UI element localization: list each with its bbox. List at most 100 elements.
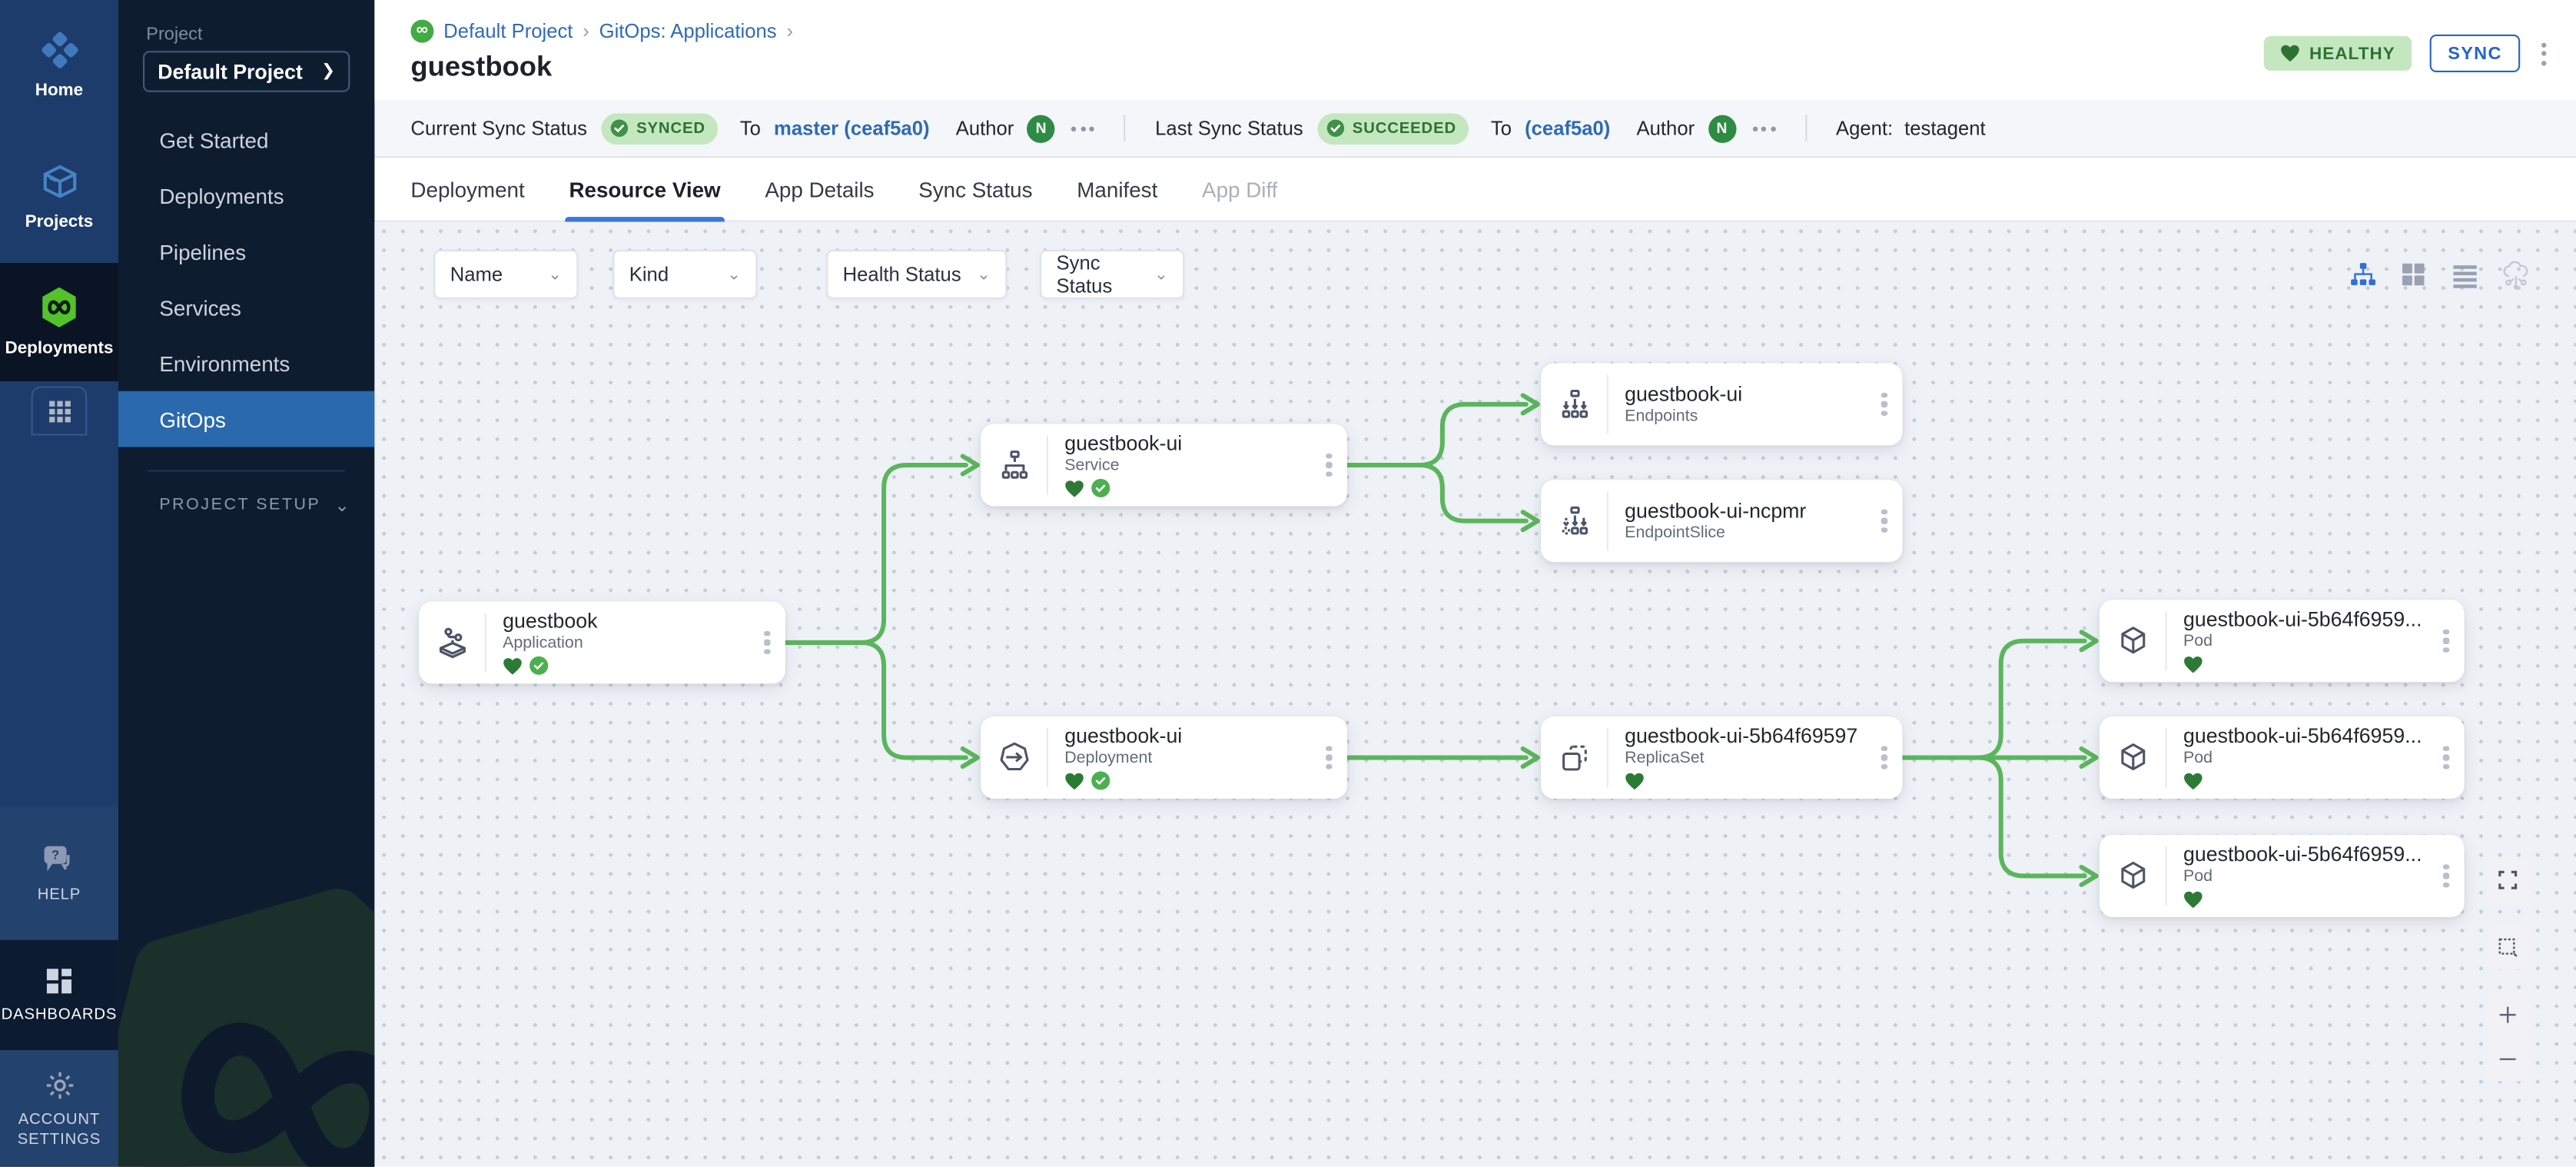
last-sync-target-link[interactable]: (ceaf5a0) [1525, 116, 1611, 140]
resource-tree-edges [782, 393, 2099, 887]
node-endpoints-guestbook-ui[interactable]: guestbook-ui Endpoints [1541, 363, 1903, 446]
node-menu-kebab-icon[interactable] [1311, 716, 1347, 799]
tab-manifest[interactable]: Manifest [1077, 176, 1158, 201]
sidebar-item-pipelines[interactable]: Pipelines [159, 239, 247, 264]
selection-box-icon [2498, 938, 2518, 957]
zoom-in-button[interactable] [2485, 992, 2530, 1037]
tab-resource-view[interactable]: Resource View [566, 157, 725, 221]
node-kind: Deployment [1064, 749, 1153, 767]
tab-app-details[interactable]: App Details [765, 176, 875, 201]
rail-label-help: HELP [37, 886, 81, 904]
sync-status-filter-dropdown[interactable]: Sync Status⌄ [1040, 249, 1185, 300]
health-status-filter-dropdown[interactable]: Health Status⌄ [826, 249, 1007, 300]
more-info-kebab-icon[interactable] [1751, 125, 1775, 131]
app-menu-kebab-icon[interactable] [2538, 38, 2550, 68]
node-menu-kebab-icon[interactable] [1866, 480, 1902, 562]
node-menu-kebab-icon[interactable] [2428, 600, 2465, 682]
node-name: guestbook-ui [1064, 724, 1183, 748]
node-menu-kebab-icon[interactable] [2428, 716, 2465, 799]
rail-modules-section [0, 381, 118, 441]
selection-tool-button[interactable] [2485, 925, 2531, 970]
to-label: To [739, 116, 761, 140]
node-name: guestbook-ui [1064, 431, 1183, 455]
rail-item-dashboards[interactable]: DASHBOARDS [0, 939, 118, 1050]
dashboards-icon [46, 969, 71, 994]
tab-app-diff[interactable]: App Diff [1202, 176, 1278, 201]
sidebar-item-environments[interactable]: Environments [159, 351, 290, 376]
node-pod-3[interactable]: guestbook-ui-5b64f6959... Pod [2099, 834, 2465, 917]
sidebar-item-gitops[interactable]: GitOps [118, 391, 375, 447]
resource-tree-canvas[interactable]: Name⌄ Kind⌄ Health Status⌄ Sync Status⌄ [374, 221, 2576, 1167]
module-picker-button[interactable] [31, 386, 88, 436]
author-label: Author [955, 116, 1014, 140]
node-menu-kebab-icon[interactable] [749, 601, 785, 683]
rail-item-home[interactable]: Home [0, 0, 118, 132]
sync-status-bar: Current Sync Status SYNCED To master (ce… [374, 100, 2576, 158]
chevron-right-icon: ❯ [321, 62, 336, 81]
help-icon: ? [44, 846, 70, 872]
name-filter-dropdown[interactable]: Name⌄ [433, 249, 579, 300]
sidebar-item-services[interactable]: Services [159, 294, 241, 320]
chevron-down-icon: ⌄ [548, 265, 563, 284]
author-avatar[interactable]: N [1708, 114, 1736, 142]
project-selector[interactable]: Default Project ❯ [142, 51, 350, 92]
rail-label-deployments: Deployments [5, 338, 114, 358]
node-service-guestbook-ui[interactable]: guestbook-ui Service [981, 424, 1347, 507]
node-pod-2[interactable]: guestbook-ui-5b64f6959... Pod [2099, 716, 2465, 799]
settings-gear-icon [45, 1071, 73, 1099]
node-endpointslice-guestbook-ui-ncpmr[interactable]: guestbook-ui-ncpmr EndpointSlice [1541, 480, 1903, 563]
author-avatar[interactable]: N [1027, 114, 1055, 142]
node-replicaset-guestbook-ui-5b64f69597[interactable]: guestbook-ui-5b64f69597 ReplicaSet [1541, 716, 1903, 799]
health-status-badge: HEALTHY [2263, 36, 2412, 71]
tab-deployment[interactable]: Deployment [410, 176, 525, 201]
healthy-heart-icon [1065, 773, 1084, 790]
node-kind: EndpointSlice [1625, 524, 1725, 543]
minus-icon [2499, 1058, 2516, 1060]
sidebar-item-get-started[interactable]: Get Started [159, 127, 269, 152]
rail-item-deployments[interactable]: Deployments [0, 263, 118, 381]
node-pod-1[interactable]: guestbook-ui-5b64f6959... Pod [2099, 600, 2465, 683]
node-deployment-guestbook-ui[interactable]: guestbook-ui Deployment [981, 716, 1347, 799]
last-sync-status-label: Last Sync Status [1155, 116, 1303, 140]
node-kind: Application [503, 633, 583, 653]
breadcrumb-default-project[interactable]: Default Project [443, 19, 573, 43]
fullscreen-button[interactable] [2485, 857, 2531, 903]
node-application-guestbook[interactable]: guestbook Application [419, 601, 785, 684]
rail-spacer [0, 440, 118, 807]
project-selector-value: Default Project [158, 60, 303, 83]
tree-view-icon[interactable] [2349, 261, 2377, 289]
node-kind: ReplicaSet [1625, 750, 1705, 768]
node-menu-kebab-icon[interactable] [1311, 424, 1347, 507]
rail-label-account-settings: ACCOUNT SETTINGS [17, 1110, 101, 1149]
breadcrumb-gitops-applications[interactable]: GitOps: Applications [599, 19, 777, 43]
check-circle-icon [1327, 119, 1345, 137]
healthy-heart-icon [2184, 891, 2203, 908]
grid-view-icon[interactable] [2400, 261, 2428, 289]
node-menu-kebab-icon[interactable] [2428, 835, 2465, 917]
gitops-watermark [118, 889, 375, 1167]
chevron-down-icon: ⌄ [977, 265, 991, 284]
more-info-kebab-icon[interactable] [1071, 125, 1095, 131]
sidebar-project-setup[interactable]: PROJECT SETUP ⌄ [159, 490, 351, 519]
healthy-heart-icon [1065, 480, 1084, 497]
zoom-out-button[interactable] [2485, 1037, 2530, 1082]
rail-item-help[interactable]: ? HELP [0, 806, 118, 940]
rail-item-account-settings[interactable]: ACCOUNT SETTINGS [0, 1049, 118, 1167]
kind-filter-dropdown[interactable]: Kind⌄ [612, 249, 758, 300]
rail-item-projects[interactable]: Projects [0, 131, 118, 264]
list-view-icon[interactable] [2451, 261, 2478, 289]
replicaset-icon [1541, 716, 1607, 799]
cluster-map-view-icon[interactable] [2502, 261, 2530, 290]
agent-name: testagent [1904, 116, 1986, 140]
current-sync-target-link[interactable]: master (ceaf5a0) [774, 116, 930, 140]
tab-sync-status[interactable]: Sync Status [918, 176, 1033, 201]
service-icon [981, 424, 1047, 507]
node-kind: Pod [2183, 868, 2213, 886]
node-menu-kebab-icon[interactable] [1866, 363, 1902, 445]
synced-badge: SYNCED [602, 112, 719, 145]
healthy-heart-icon [2184, 773, 2203, 790]
sidebar-item-deployments[interactable]: Deployments [159, 183, 284, 208]
node-menu-kebab-icon[interactable] [1866, 716, 1902, 799]
sync-button[interactable]: SYNC [2429, 34, 2521, 73]
check-circle-icon [611, 119, 629, 137]
